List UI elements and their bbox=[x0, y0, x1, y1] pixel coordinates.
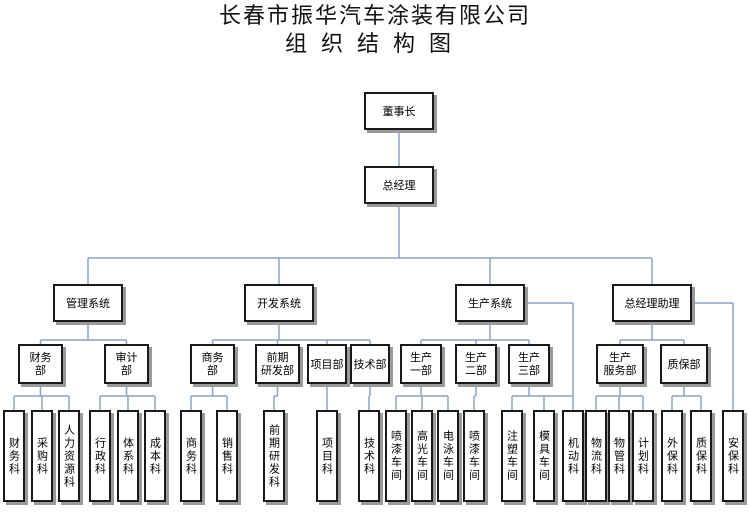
node-level3-17-label: 机动科 bbox=[566, 436, 580, 476]
node-level3-3: 行政科 bbox=[89, 410, 111, 502]
node-level3-1-label: 采购科 bbox=[35, 436, 49, 476]
node-level2-6: 生产 一部 bbox=[400, 344, 442, 384]
node-level3-22: 质保科 bbox=[690, 410, 712, 502]
node-level1-1-label: 开发系统 bbox=[257, 296, 301, 310]
node-level1-1: 开发系统 bbox=[244, 284, 314, 322]
node-level2-1: 审计 部 bbox=[104, 344, 149, 384]
node-level1-0-label: 管理系统 bbox=[66, 296, 110, 310]
node-level1-3: 总经理助理 bbox=[612, 284, 692, 322]
node-level3-14-label: 喷漆车间 bbox=[467, 430, 481, 482]
node-level3-9-label: 项目科 bbox=[320, 436, 334, 476]
node-level3-5: 成本科 bbox=[144, 410, 166, 502]
node-level3-19-label: 物管科 bbox=[612, 436, 626, 476]
node-level2-5-label: 技术部 bbox=[353, 357, 387, 371]
chart-title: 长春市振华汽车涂装有限公司 bbox=[218, 4, 531, 29]
node-level2-7-label: 生产 二部 bbox=[465, 351, 487, 377]
node-level2-9: 生产 服务部 bbox=[596, 344, 644, 384]
node-level3-20: 计划科 bbox=[632, 410, 654, 502]
node-level3-0-label: 财务科 bbox=[7, 436, 21, 476]
node-chairman: 董事长 bbox=[364, 92, 434, 130]
node-level3-23: 安保科 bbox=[722, 410, 744, 502]
node-level1-0: 管理系统 bbox=[53, 284, 123, 322]
node-level2-8-label: 生产 三部 bbox=[518, 351, 540, 377]
node-level3-1: 采购科 bbox=[31, 410, 53, 502]
node-level3-19: 物管科 bbox=[608, 410, 630, 502]
node-level2-6-label: 生产 一部 bbox=[410, 351, 432, 377]
node-level3-6: 商务科 bbox=[180, 410, 202, 502]
chart-subtitle: 组织结构图 bbox=[284, 32, 465, 57]
node-level2-4-label: 项目部 bbox=[310, 357, 344, 371]
node-level3-7-label: 销售科 bbox=[220, 436, 234, 476]
node-level2-10-label: 质保部 bbox=[667, 357, 701, 371]
node-level3-20-label: 计划科 bbox=[636, 436, 650, 476]
node-level3-18-label: 物流科 bbox=[589, 436, 603, 476]
node-level2-2: 商务 部 bbox=[190, 344, 235, 384]
node-gm-label: 总经理 bbox=[382, 178, 416, 192]
node-level3-18: 物流科 bbox=[585, 410, 607, 502]
node-level2-9-label: 生产 服务部 bbox=[603, 351, 637, 377]
node-level3-21-label: 外保科 bbox=[665, 436, 679, 476]
node-chairman-label: 董事长 bbox=[382, 104, 416, 118]
node-level3-8-label: 前期研发科 bbox=[267, 423, 281, 489]
node-level3-2-label: 人力资源科 bbox=[62, 423, 76, 489]
node-level3-10-label: 技术科 bbox=[362, 436, 376, 476]
node-level3-15-label: 注塑车间 bbox=[505, 430, 519, 482]
node-level3-0: 财务科 bbox=[3, 410, 25, 502]
node-level3-7: 销售科 bbox=[216, 410, 238, 502]
node-gm: 总经理 bbox=[364, 166, 434, 204]
node-level2-1-label: 审计 部 bbox=[115, 351, 138, 377]
node-level3-14: 喷漆车间 bbox=[463, 410, 485, 502]
node-level1-2: 生产系统 bbox=[455, 284, 525, 322]
node-level3-21: 外保科 bbox=[661, 410, 683, 502]
node-level2-7: 生产 二部 bbox=[455, 344, 497, 384]
node-level2-0: 财务 部 bbox=[18, 344, 63, 384]
node-level1-2-label: 生产系统 bbox=[468, 296, 512, 310]
node-level3-9: 项目科 bbox=[316, 410, 338, 502]
node-level3-2: 人力资源科 bbox=[58, 410, 80, 502]
node-level3-12-label: 高光车间 bbox=[415, 430, 429, 482]
node-level2-3-label: 前期 研发部 bbox=[261, 351, 294, 377]
node-level2-2-label: 商务 部 bbox=[201, 351, 224, 377]
node-level3-13-label: 电泳车间 bbox=[441, 430, 455, 482]
node-level3-8: 前期研发科 bbox=[263, 410, 285, 502]
node-level3-23-label: 安保科 bbox=[726, 436, 740, 476]
node-level3-12: 高光车间 bbox=[411, 410, 433, 502]
node-level3-17: 机动科 bbox=[562, 410, 584, 502]
node-level3-6-label: 商务科 bbox=[184, 436, 198, 476]
node-level3-13: 电泳车间 bbox=[437, 410, 459, 502]
node-level3-11: 喷漆车间 bbox=[385, 410, 407, 502]
node-level2-4: 项目部 bbox=[307, 344, 347, 384]
node-level3-16: 模具车间 bbox=[533, 410, 555, 502]
node-level3-3-label: 行政科 bbox=[93, 436, 107, 476]
node-level3-4-label: 体系科 bbox=[121, 436, 135, 476]
node-level3-22-label: 质保科 bbox=[694, 436, 708, 476]
node-level3-10: 技术科 bbox=[358, 410, 380, 502]
node-level3-5-label: 成本科 bbox=[148, 436, 162, 476]
node-level2-8: 生产 三部 bbox=[508, 344, 550, 384]
node-level2-3: 前期 研发部 bbox=[255, 344, 300, 384]
node-level3-16-label: 模具车间 bbox=[537, 430, 551, 482]
node-level3-4: 体系科 bbox=[117, 410, 139, 502]
node-level3-11-label: 喷漆车间 bbox=[389, 430, 403, 482]
node-level2-10: 质保部 bbox=[660, 344, 708, 384]
node-level1-3-label: 总经理助理 bbox=[624, 296, 680, 310]
node-level2-5: 技术部 bbox=[350, 344, 390, 384]
node-level3-15: 注塑车间 bbox=[501, 410, 523, 502]
node-level2-0-label: 财务 部 bbox=[29, 351, 52, 377]
